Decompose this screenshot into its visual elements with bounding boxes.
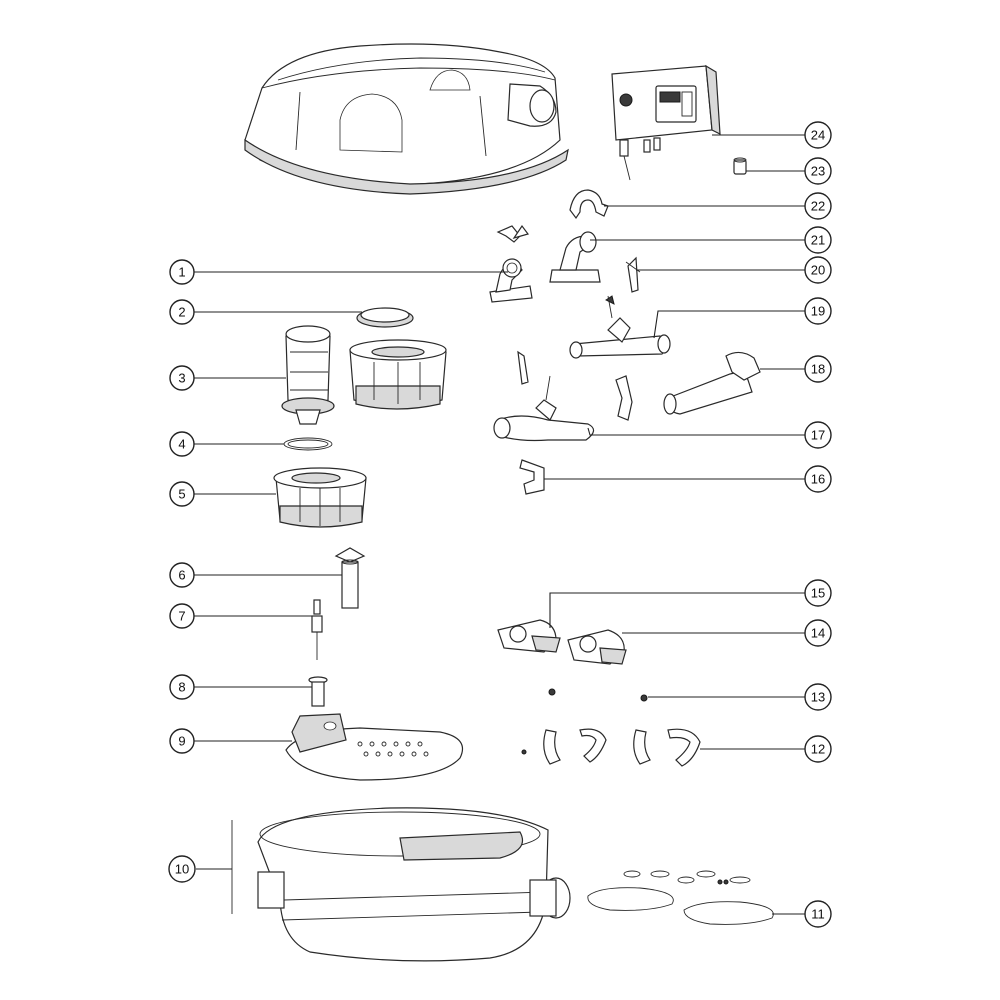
callout-6: 6 [169, 562, 195, 588]
small-plug [733, 157, 747, 175]
gasket-set [587, 870, 774, 925]
check-valve-pin [311, 599, 323, 660]
callout-18-label: 18 [811, 362, 825, 377]
callout-10-label: 10 [175, 862, 189, 877]
callout-21: 21 [804, 226, 832, 254]
callout-19-label: 19 [811, 304, 825, 319]
callout-1-label: 1 [178, 265, 185, 280]
callout-4: 4 [169, 431, 195, 457]
elbow-fitting-left [489, 258, 533, 303]
valve-stem-small [625, 256, 641, 293]
callout-5: 5 [169, 481, 195, 507]
callout-7-label: 7 [178, 609, 185, 624]
filter-basket-lower [273, 467, 367, 528]
callout-4-label: 4 [178, 437, 185, 452]
leader-lines [194, 134, 805, 915]
callout-9-label: 9 [178, 734, 185, 749]
callout-21-label: 21 [811, 233, 825, 248]
callout-17: 17 [804, 421, 832, 449]
mounting-bracket [519, 459, 545, 495]
main-tank [231, 807, 571, 962]
callout-15-label: 15 [811, 586, 825, 601]
filter-lid [356, 307, 414, 328]
callout-20-label: 20 [811, 263, 825, 278]
callout-2: 2 [169, 299, 195, 325]
callout-11-label: 11 [811, 907, 825, 922]
callout-14: 14 [804, 619, 832, 647]
air-tube-assembly [334, 547, 366, 609]
callout-18: 18 [804, 355, 832, 383]
callout-15: 15 [804, 579, 832, 607]
callout-3-label: 3 [178, 371, 185, 386]
control-box [611, 64, 721, 181]
hose-elbow-right [663, 351, 761, 415]
callout-5-label: 5 [178, 487, 185, 502]
callout-22: 22 [804, 192, 832, 220]
hose-clamps [521, 728, 701, 767]
callout-22-label: 22 [811, 199, 825, 214]
callout-1: 1 [169, 259, 195, 285]
callout-16: 16 [804, 465, 832, 493]
top-housing-cover [244, 43, 569, 195]
callout-9: 9 [169, 728, 195, 754]
callout-14-label: 14 [811, 626, 825, 641]
callout-24: 24 [804, 121, 832, 149]
callout-11: 11 [804, 900, 832, 928]
callout-23-label: 23 [811, 164, 825, 179]
callout-23: 23 [804, 157, 832, 185]
callout-12: 12 [804, 735, 832, 763]
callout-17-label: 17 [811, 428, 825, 443]
filter-basket-upper [349, 339, 447, 410]
elbow-fitting-right [496, 224, 601, 283]
callout-10: 10 [168, 855, 196, 883]
drain-tube [308, 676, 328, 707]
callout-3: 3 [169, 365, 195, 391]
pipe-with-valve [569, 295, 671, 359]
small-screws [548, 688, 648, 702]
callout-13: 13 [804, 683, 832, 711]
callout-2-label: 2 [178, 305, 185, 320]
callout-19: 19 [804, 297, 832, 325]
callout-24-label: 24 [811, 128, 825, 143]
pump-body-right [567, 629, 627, 665]
filter-cartridge [281, 325, 335, 425]
callout-7: 7 [169, 603, 195, 629]
callout-8-label: 8 [178, 680, 185, 695]
callout-6-label: 6 [178, 568, 185, 583]
callout-12-label: 12 [811, 742, 825, 757]
pipe-clip-upper [569, 189, 609, 220]
hose-assembly-lower [493, 350, 633, 442]
filter-base-plate [285, 713, 464, 781]
callout-20: 20 [804, 256, 832, 284]
callout-16-label: 16 [811, 472, 825, 487]
callout-13-label: 13 [811, 690, 825, 705]
pump-body-left [497, 619, 561, 653]
o-ring [283, 437, 333, 451]
callout-8: 8 [169, 674, 195, 700]
